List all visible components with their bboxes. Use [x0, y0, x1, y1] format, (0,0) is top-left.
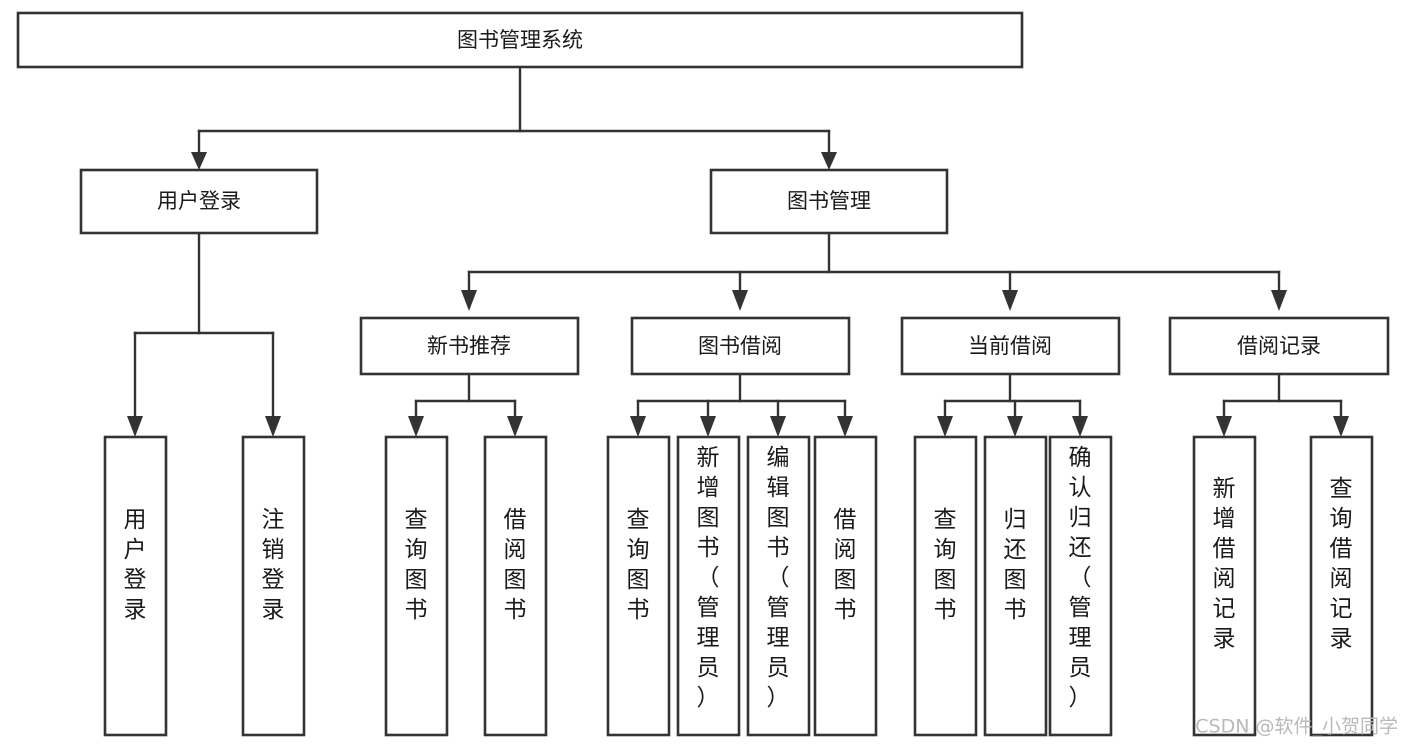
leaf-user-login-0[interactable]: 用户登录: [103, 435, 168, 737]
arrow-currentborrow-leaf-1: [937, 416, 953, 437]
node-book-management[interactable]: 图书管理: [709, 168, 949, 235]
new-book-recommend-box[interactable]: [359, 316, 580, 376]
leaf-label: 新增图书（管理员）: [697, 445, 720, 711]
arrow-to-bookmgmt: [821, 152, 837, 170]
node-root-system[interactable]: 图书管理系统: [16, 11, 1024, 69]
arrow-currentborrow-leaf-3: [1072, 416, 1088, 437]
leaf-borrow-record-1[interactable]: 查询借阅记录: [1309, 435, 1374, 737]
leaf-label: 编辑图书（管理员）: [767, 445, 790, 711]
arrow-bookborrow-leaf-2: [700, 416, 716, 437]
book-management-label: 图书管理: [787, 189, 871, 213]
node-user-login[interactable]: 用户登录: [79, 168, 319, 235]
root-box[interactable]: [16, 11, 1024, 69]
book-borrow-box[interactable]: [630, 316, 851, 376]
leaf-box[interactable]: [241, 435, 306, 737]
leaf-label: 注销登录: [262, 507, 285, 623]
leaf-book-borrow-0[interactable]: 查询图书: [606, 435, 671, 737]
current-borrow-box[interactable]: [900, 316, 1121, 376]
arrow-to-bookborrow: [732, 290, 748, 311]
csdn-watermark: CSDN @软件_小贺同学: [1195, 716, 1398, 738]
leaf-box[interactable]: [1048, 435, 1113, 737]
leaf-label: 用户登录: [124, 507, 147, 623]
leaf-current-borrow-1[interactable]: 归还图书: [983, 435, 1048, 737]
leaf-current-borrow-0[interactable]: 查询图书: [913, 435, 978, 737]
node-book-borrow[interactable]: 图书借阅: [630, 316, 851, 376]
arrow-to-newbook: [461, 290, 477, 311]
leaf-box[interactable]: [1192, 435, 1257, 737]
leaf-box[interactable]: [384, 435, 449, 737]
arrow-userlogin-leaf-2: [265, 416, 281, 437]
leaf-label: 借阅图书: [504, 507, 527, 623]
leaf-new-book-1[interactable]: 借阅图书: [483, 435, 548, 737]
leaf-box[interactable]: [813, 435, 878, 737]
leaf-current-borrow-2[interactable]: 确认归还（管理员）: [1048, 435, 1113, 737]
book-borrow-label: 图书借阅: [698, 334, 782, 358]
arrow-currentborrow-leaf-2: [1007, 416, 1023, 437]
leaf-label: 查询图书: [627, 507, 650, 623]
arrow-bookborrow-leaf-3: [770, 416, 786, 437]
arrow-to-currentborrow: [1002, 290, 1018, 311]
current-borrow-label: 当前借阅: [968, 334, 1052, 358]
arrow-newbook-leaf-2: [507, 416, 523, 437]
arrow-userlogin-leaf-1: [127, 416, 143, 437]
borrow-record-label: 借阅记录: [1237, 334, 1321, 358]
leaf-label: 新增借阅记录: [1213, 476, 1236, 652]
node-current-borrow[interactable]: 当前借阅: [900, 316, 1121, 376]
arrow-to-borrowrecord: [1271, 290, 1287, 311]
leaf-new-book-0[interactable]: 查询图书: [384, 435, 449, 737]
leaf-box[interactable]: [483, 435, 548, 737]
leaf-user-login-1[interactable]: 注销登录: [241, 435, 306, 737]
arrow-bookborrow-leaf-1: [630, 416, 646, 437]
arrow-borrowrecord-leaf-1: [1216, 416, 1232, 437]
leaf-box[interactable]: [676, 435, 741, 737]
root-label: 图书管理系统: [457, 28, 583, 52]
leaf-box[interactable]: [983, 435, 1048, 737]
leaf-label: 查询图书: [934, 507, 957, 623]
leaf-book-borrow-2[interactable]: 编辑图书（管理员）: [746, 435, 811, 737]
leaf-borrow-record-0[interactable]: 新增借阅记录: [1192, 435, 1257, 737]
arrow-borrowrecord-leaf-2: [1333, 416, 1349, 437]
leaf-label: 查询借阅记录: [1330, 476, 1353, 652]
leaf-box[interactable]: [913, 435, 978, 737]
new-book-recommend-label: 新书推荐: [427, 334, 511, 358]
leaf-book-borrow-3[interactable]: 借阅图书: [813, 435, 878, 737]
leaf-label: 归还图书: [1004, 507, 1027, 623]
borrow-record-box[interactable]: [1168, 316, 1390, 376]
book-management-box[interactable]: [709, 168, 949, 235]
connector-layer: [127, 65, 1349, 437]
leaf-label: 借阅图书: [834, 507, 857, 623]
leaf-box[interactable]: [746, 435, 811, 737]
leaf-box[interactable]: [103, 435, 168, 737]
user-login-box[interactable]: [79, 168, 319, 235]
leaf-book-borrow-1[interactable]: 新增图书（管理员）: [676, 435, 741, 737]
node-borrow-record[interactable]: 借阅记录: [1168, 316, 1390, 376]
leaf-box[interactable]: [1309, 435, 1374, 737]
user-login-label: 用户登录: [157, 189, 241, 213]
arrow-newbook-leaf-1: [408, 416, 424, 437]
leaf-box[interactable]: [606, 435, 671, 737]
node-new-book-recommend[interactable]: 新书推荐: [359, 316, 580, 376]
leaf-label: 确认归还（管理员）: [1069, 445, 1092, 711]
arrow-to-userlogin: [191, 152, 207, 170]
arrow-bookborrow-leaf-4: [837, 416, 853, 437]
leaf-label: 查询图书: [405, 507, 428, 623]
